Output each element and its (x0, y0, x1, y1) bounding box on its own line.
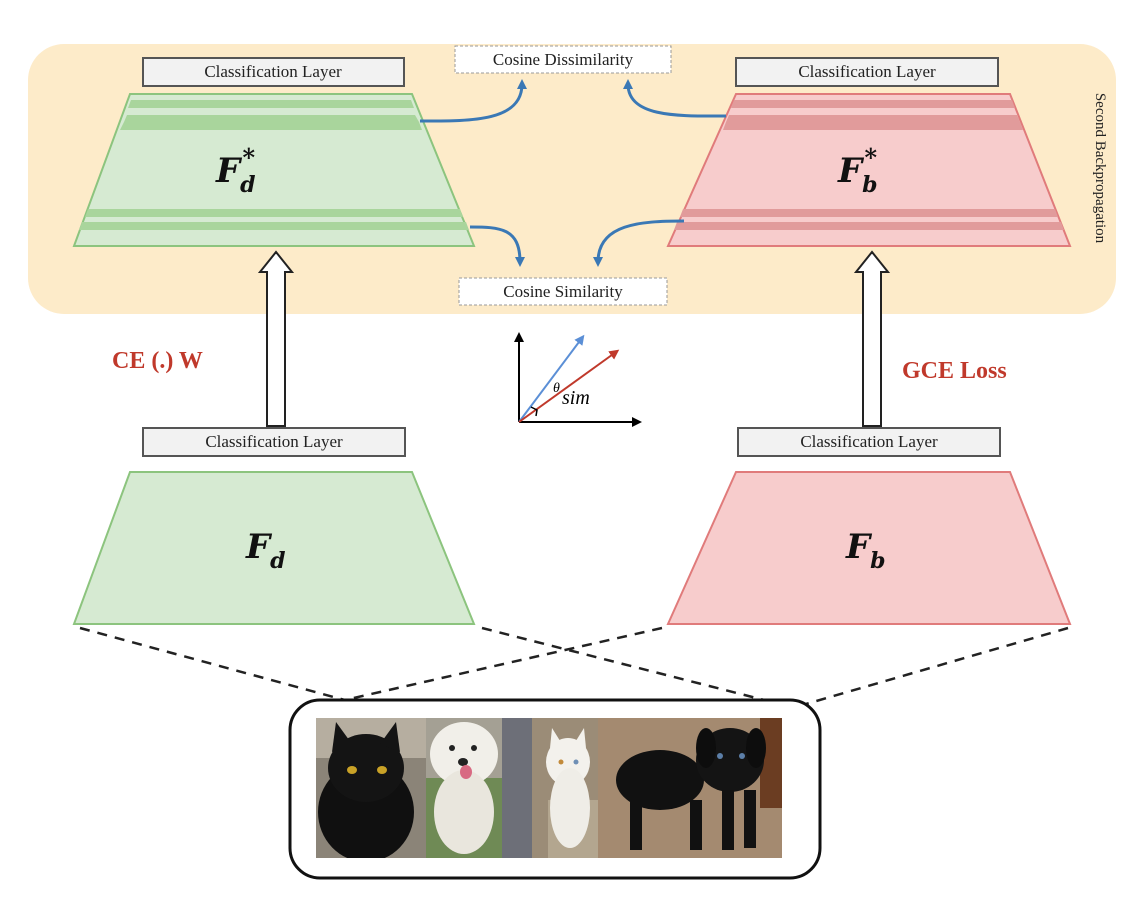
classification-layer-bottom-right (737, 427, 1001, 457)
classification-layer-bottom-left (142, 427, 406, 457)
arrow-fd-to-similarity (469, 225, 525, 267)
vector-similarity-icon (514, 332, 642, 427)
sim-label: sim (562, 387, 590, 409)
theta-label: θ (553, 381, 560, 396)
arrow-fb-to-dissimilarity (623, 79, 727, 118)
fb-label: Fb (845, 527, 886, 574)
image-white-dog (426, 718, 502, 858)
classification-layer-top-right-label: Classification Layer (798, 62, 936, 81)
ce-loss-label: CE (.) W (112, 348, 203, 374)
hollow-arrow-right (853, 250, 891, 427)
second-backprop-label: Second Backpropagation (1092, 93, 1108, 244)
arrow-fd-to-dissimilarity (419, 79, 527, 123)
classification-layer-bottom-left-label: Classification Layer (205, 432, 343, 451)
image-white-cat (502, 718, 598, 858)
model-fd (72, 471, 476, 625)
fd-star-label: Fd* (215, 143, 256, 198)
cosine-similarity-box (458, 277, 668, 306)
classification-layer-top-left (142, 57, 405, 87)
classification-layer-top-right (735, 57, 999, 87)
fb-star-label: Fb* (837, 143, 878, 198)
input-images-strip (316, 718, 782, 858)
gce-loss-label: GCE Loss (902, 358, 1007, 384)
classification-layer-bottom-right-label: Classification Layer (800, 432, 938, 451)
image-black-dog (598, 718, 782, 858)
fd-label: Fd (245, 527, 286, 574)
image-black-cat (316, 718, 426, 858)
cosine-dissimilarity-label: Cosine Dissimilarity (493, 50, 634, 69)
cosine-dissimilarity-box (454, 45, 672, 74)
dashed-connectors (79, 626, 1069, 706)
model-fb-star (666, 93, 1072, 247)
arrow-fb-to-similarity (593, 219, 685, 267)
hollow-arrow-left (257, 250, 295, 427)
model-fd-star (72, 93, 476, 247)
model-fb (666, 471, 1072, 625)
cosine-similarity-label: Cosine Similarity (503, 282, 623, 301)
classification-layer-top-left-label: Classification Layer (204, 62, 342, 81)
